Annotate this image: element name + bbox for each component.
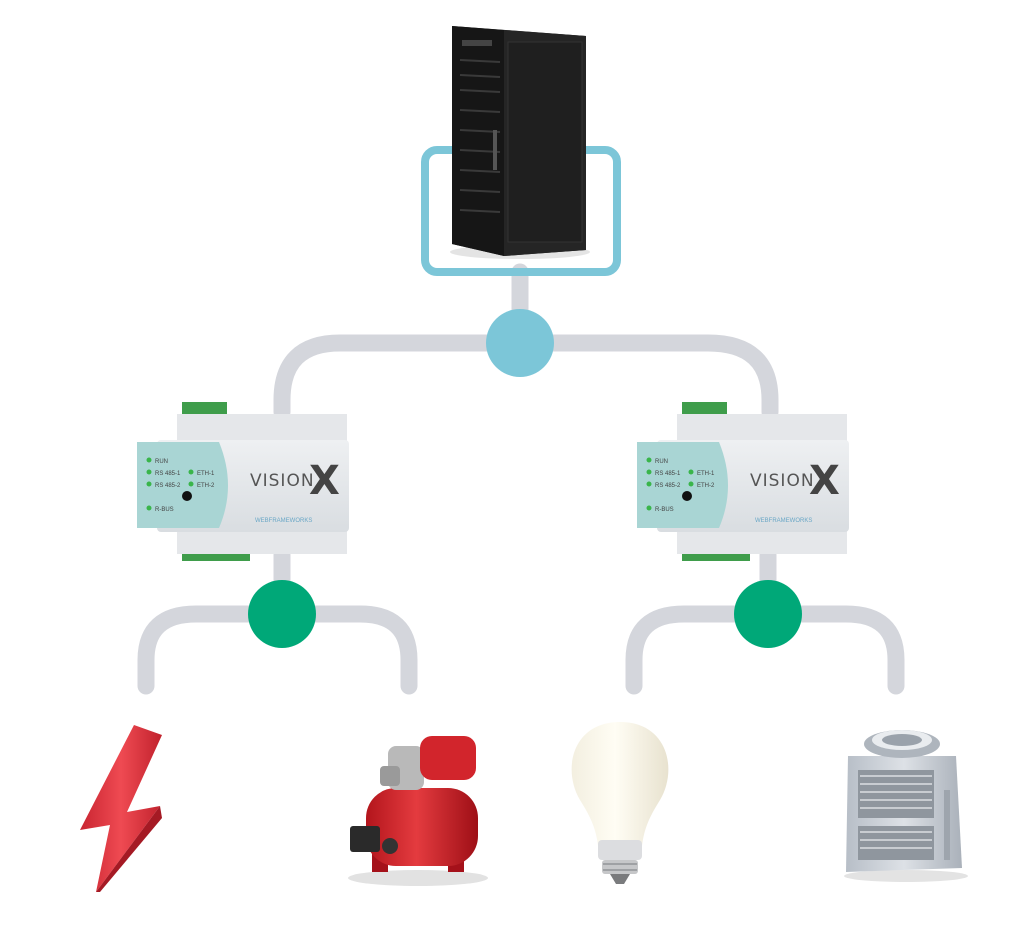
led-label-rs485-2: RS 485-2 bbox=[655, 483, 681, 489]
water-pump-icon bbox=[348, 736, 488, 886]
led-label-eth-1: ETH-1 bbox=[197, 471, 215, 477]
controller-right-hub-node bbox=[734, 580, 802, 648]
controller-brand-text: VISION bbox=[250, 471, 315, 491]
cooling-tower-icon bbox=[844, 730, 968, 882]
led-label-run: RUN bbox=[155, 459, 168, 465]
controller-left: RUN RS 485-1 RS 485-2 ETH-1 ETH-2 R-BUS … bbox=[137, 402, 349, 648]
light-bulb-icon bbox=[571, 722, 669, 884]
controller-brand-mark: X bbox=[309, 458, 340, 504]
server-rack-icon bbox=[450, 26, 590, 259]
led-label-eth-2: ETH-2 bbox=[697, 483, 715, 489]
trunk-to-left-line bbox=[273, 334, 529, 421]
controller-module-icon: RUN RS 485-1 RS 485-2 ETH-1 ETH-2 R-BUS … bbox=[137, 402, 349, 561]
led-label-rs485-1: RS 485-1 bbox=[655, 471, 681, 477]
led-label-r-bus: R-BUS bbox=[155, 507, 174, 513]
led-label-rs485-2: RS 485-2 bbox=[155, 483, 181, 489]
led-label-eth-1: ETH-1 bbox=[697, 471, 715, 477]
led-label-eth-2: ETH-2 bbox=[197, 483, 215, 489]
led-label-rs485-1: RS 485-1 bbox=[155, 471, 181, 477]
controller-right: RUN RS 485-1 RS 485-2 ETH-1 ETH-2 R-BUS … bbox=[637, 402, 849, 648]
trunk-to-right-line bbox=[511, 334, 779, 421]
controller-module-icon: RUN RS 485-1 RS 485-2 ETH-1 ETH-2 R-BUS … bbox=[637, 402, 849, 561]
led-label-r-bus: R-BUS bbox=[655, 507, 674, 513]
server-hub-node bbox=[486, 309, 554, 377]
controller-maker-text: WEBFRAMEWORKS bbox=[755, 518, 812, 524]
controller-brand-mark: X bbox=[809, 458, 840, 504]
controller-brand-text: VISION bbox=[750, 471, 815, 491]
controller-left-hub-node bbox=[248, 580, 316, 648]
controller-maker-text: WEBFRAMEWORKS bbox=[255, 518, 312, 524]
lightning-bolt-icon bbox=[80, 725, 162, 892]
led-label-run: RUN bbox=[655, 459, 668, 465]
server bbox=[421, 26, 621, 377]
